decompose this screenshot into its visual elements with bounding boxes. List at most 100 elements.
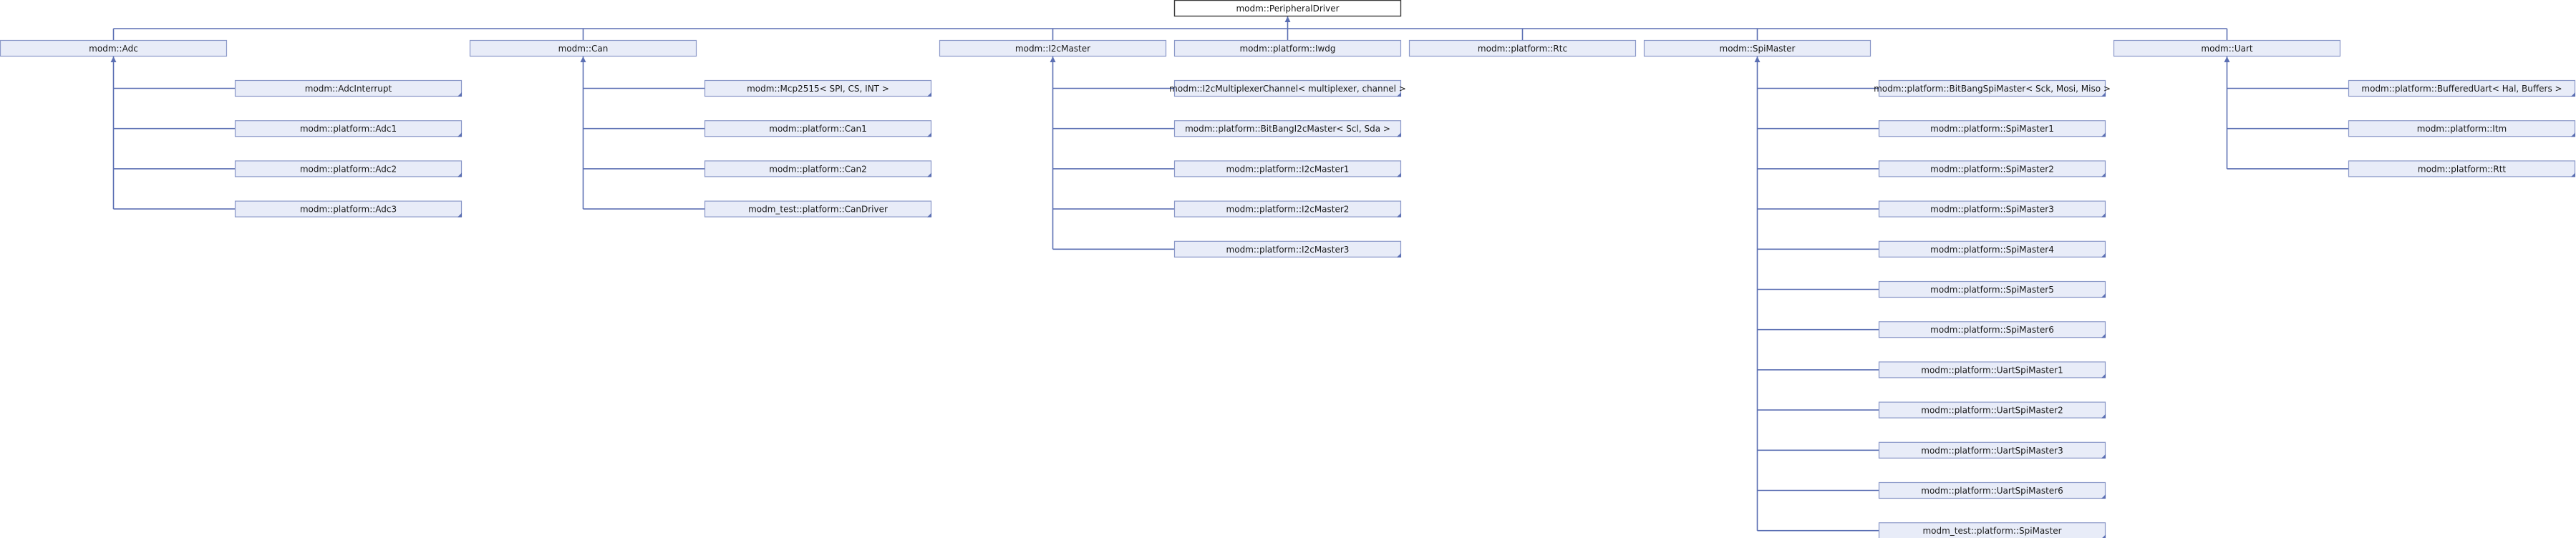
node-modm-platform-bitbangi2cmaster-scl-sda[interactable]: modm::platform::BitBangI2cMaster< Scl, S… <box>1173 120 1402 137</box>
node-modm-platform-buffereduart-hal-buffers-box[interactable] <box>2348 79 2576 97</box>
node-modm-platform-uartspimaster3-corner-marker <box>2101 454 2106 459</box>
node-peripheraldriver-root-box[interactable] <box>1173 0 1402 17</box>
node-modm-platform-buffereduart-hal-buffers-corner-marker <box>2571 92 2575 97</box>
node-modm-spimaster-box[interactable] <box>1643 39 1872 57</box>
node-modm-platform-spimaster4-corner-marker <box>2101 253 2106 258</box>
node-modm-platform-spimaster5-corner-marker <box>2101 293 2106 298</box>
node-modm-i2cmultiplexerchannel-multiplexer-channel-box[interactable] <box>1173 79 1402 97</box>
node-modm-platform-adc2-box[interactable] <box>234 160 463 177</box>
root-arrowhead <box>1284 16 1291 22</box>
node-modm-can-arrowhead <box>580 57 586 62</box>
node-modm-platform-spimaster2-box[interactable] <box>1878 160 2106 177</box>
node-modm-platform-rtt-corner-marker <box>2571 172 2575 177</box>
node-modm-platform-iwdg-box[interactable] <box>1173 39 1402 57</box>
node-modm-uart-box[interactable] <box>2113 39 2341 57</box>
node-modm-platform-i2cmaster3[interactable]: modm::platform::I2cMaster3 <box>1173 240 1402 258</box>
node-modm-spimaster[interactable]: modm::SpiMaster <box>1643 39 1872 57</box>
node-modm-i2cmultiplexerchannel-multiplexer-channel[interactable]: modm::I2cMultiplexerChannel< multiplexer… <box>1169 79 1406 97</box>
node-modm-platform-adc1-box[interactable] <box>234 120 463 137</box>
node-modm-platform-spimaster4[interactable]: modm::platform::SpiMaster4 <box>1878 240 2106 258</box>
node-modm-platform-i2cmaster3-box[interactable] <box>1173 240 1402 258</box>
node-modm-adc-box[interactable] <box>0 39 228 57</box>
node-modm-platform-uartspimaster2-box[interactable] <box>1878 401 2106 419</box>
node-modm-platform-can1[interactable]: modm::platform::Can1 <box>704 120 932 137</box>
node-modm-i2cmaster-arrowhead <box>1050 57 1056 62</box>
node-modm-test-platform-spimaster-corner-marker <box>2102 534 2106 538</box>
node-modm-platform-i2cmaster1-corner-marker <box>1397 172 1401 177</box>
node-modm-i2cmaster[interactable]: modm::I2cMaster <box>939 39 1167 57</box>
node-modm-mcp2515-spi-cs-int-box[interactable] <box>704 79 932 97</box>
node-modm-platform-spimaster5[interactable]: modm::platform::SpiMaster5 <box>1878 280 2106 298</box>
node-modm-platform-adc2[interactable]: modm::platform::Adc2 <box>234 160 463 177</box>
node-modm-can[interactable]: modm::Can <box>469 39 697 57</box>
node-modm-platform-can1-corner-marker <box>927 132 931 137</box>
node-modm-uart[interactable]: modm::Uart <box>2113 39 2341 57</box>
node-modm-platform-adc1-corner-marker <box>457 132 462 137</box>
node-modm-platform-bitbangspimaster-sck-mosi-miso[interactable]: modm::platform::BitBangSpiMaster< Sck, M… <box>1874 79 2111 97</box>
node-modm-test-platform-spimaster[interactable]: modm_test::platform::SpiMaster <box>1878 522 2106 538</box>
node-modm-test-platform-candriver-box[interactable] <box>704 200 932 217</box>
node-modm-platform-uartspimaster1-corner-marker <box>2101 373 2106 378</box>
node-modm-platform-itm[interactable]: modm::platform::Itm <box>2348 120 2576 137</box>
node-modm-platform-spimaster5-box[interactable] <box>1878 280 2106 298</box>
node-modm-platform-i2cmaster3-corner-marker <box>1397 253 1401 258</box>
node-modm-i2cmultiplexerchannel-multiplexer-channel-corner-marker <box>1397 92 1401 97</box>
node-modm-platform-can2-corner-marker <box>927 172 931 177</box>
node-modm-platform-uartspimaster1[interactable]: modm::platform::UartSpiMaster1 <box>1878 361 2106 378</box>
node-modm-adc[interactable]: modm::Adc <box>0 39 228 57</box>
node-modm-platform-adc3[interactable]: modm::platform::Adc3 <box>234 200 463 217</box>
node-modm-mcp2515-spi-cs-int-corner-marker <box>927 92 931 97</box>
node-modm-platform-spimaster1-box[interactable] <box>1878 120 2106 137</box>
node-modm-adc-arrowhead <box>110 57 117 62</box>
node-modm-platform-buffereduart-hal-buffers[interactable]: modm::platform::BufferedUart< Hal, Buffe… <box>2348 79 2576 97</box>
node-modm-platform-uartspimaster3[interactable]: modm::platform::UartSpiMaster3 <box>1878 441 2106 459</box>
node-modm-platform-i2cmaster1[interactable]: modm::platform::I2cMaster1 <box>1173 160 1402 177</box>
node-modm-platform-spimaster1[interactable]: modm::platform::SpiMaster1 <box>1878 120 2106 137</box>
node-modm-i2cmaster-box[interactable] <box>939 39 1167 57</box>
edge-layer <box>110 16 2348 532</box>
node-modm-platform-spimaster3[interactable]: modm::platform::SpiMaster3 <box>1878 200 2106 217</box>
node-modm-platform-spimaster2[interactable]: modm::platform::SpiMaster2 <box>1878 160 2106 177</box>
node-modm-platform-uartspimaster2-corner-marker <box>2101 414 2106 419</box>
node-modm-platform-rtt-box[interactable] <box>2348 160 2576 177</box>
node-modm-adcinterrupt-box[interactable] <box>234 79 463 97</box>
node-modm-platform-spimaster4-box[interactable] <box>1878 240 2106 258</box>
node-modm-platform-uartspimaster6-box[interactable] <box>1878 481 2106 499</box>
node-modm-mcp2515-spi-cs-int[interactable]: modm::Mcp2515< SPI, CS, INT > <box>704 79 932 97</box>
node-modm-platform-rtc-box[interactable] <box>1408 39 1637 57</box>
node-modm-platform-adc3-box[interactable] <box>234 200 463 217</box>
node-peripheraldriver-root[interactable]: modm::PeripheralDriver <box>1173 0 1402 17</box>
node-modm-platform-uartspimaster2[interactable]: modm::platform::UartSpiMaster2 <box>1878 401 2106 419</box>
node-modm-platform-uartspimaster6[interactable]: modm::platform::UartSpiMaster6 <box>1878 481 2106 499</box>
node-modm-platform-uartspimaster6-corner-marker <box>2101 494 2106 499</box>
node-modm-platform-uartspimaster3-box[interactable] <box>1878 441 2106 459</box>
node-modm-platform-itm-box[interactable] <box>2348 120 2576 137</box>
node-modm-platform-spimaster2-corner-marker <box>2101 172 2106 177</box>
node-modm-platform-spimaster6[interactable]: modm::platform::SpiMaster6 <box>1878 321 2106 338</box>
node-modm-platform-adc1[interactable]: modm::platform::Adc1 <box>234 120 463 137</box>
node-modm-platform-i2cmaster2-box[interactable] <box>1173 200 1402 217</box>
node-modm-platform-bitbangi2cmaster-scl-sda-corner-marker <box>1397 132 1401 137</box>
node-modm-platform-rtt[interactable]: modm::platform::Rtt <box>2348 160 2576 177</box>
node-modm-platform-bitbangspimaster-sck-mosi-miso-box[interactable] <box>1878 79 2106 97</box>
node-modm-test-platform-spimaster-box[interactable] <box>1878 522 2106 538</box>
node-modm-platform-can2-box[interactable] <box>704 160 932 177</box>
node-modm-adcinterrupt[interactable]: modm::AdcInterrupt <box>234 79 463 97</box>
node-modm-uart-arrowhead <box>2224 57 2230 62</box>
node-modm-platform-iwdg[interactable]: modm::platform::Iwdg <box>1173 39 1402 57</box>
node-modm-can-box[interactable] <box>469 39 697 57</box>
node-modm-platform-spimaster3-box[interactable] <box>1878 200 2106 217</box>
node-modm-platform-uartspimaster1-box[interactable] <box>1878 361 2106 378</box>
node-modm-platform-i2cmaster2[interactable]: modm::platform::I2cMaster2 <box>1173 200 1402 217</box>
node-modm-platform-spimaster3-corner-marker <box>2101 212 2106 217</box>
node-modm-platform-rtc[interactable]: modm::platform::Rtc <box>1408 39 1637 57</box>
node-modm-platform-can1-box[interactable] <box>704 120 932 137</box>
node-modm-platform-spimaster6-box[interactable] <box>1878 321 2106 338</box>
node-modm-platform-i2cmaster1-box[interactable] <box>1173 160 1402 177</box>
node-modm-test-platform-candriver[interactable]: modm_test::platform::CanDriver <box>704 200 932 217</box>
node-modm-platform-itm-corner-marker <box>2571 132 2575 137</box>
node-modm-platform-adc2-corner-marker <box>457 172 462 177</box>
node-modm-platform-can2[interactable]: modm::platform::Can2 <box>704 160 932 177</box>
node-modm-platform-bitbangi2cmaster-scl-sda-box[interactable] <box>1173 120 1402 137</box>
node-modm-platform-spimaster6-corner-marker <box>2101 333 2106 338</box>
